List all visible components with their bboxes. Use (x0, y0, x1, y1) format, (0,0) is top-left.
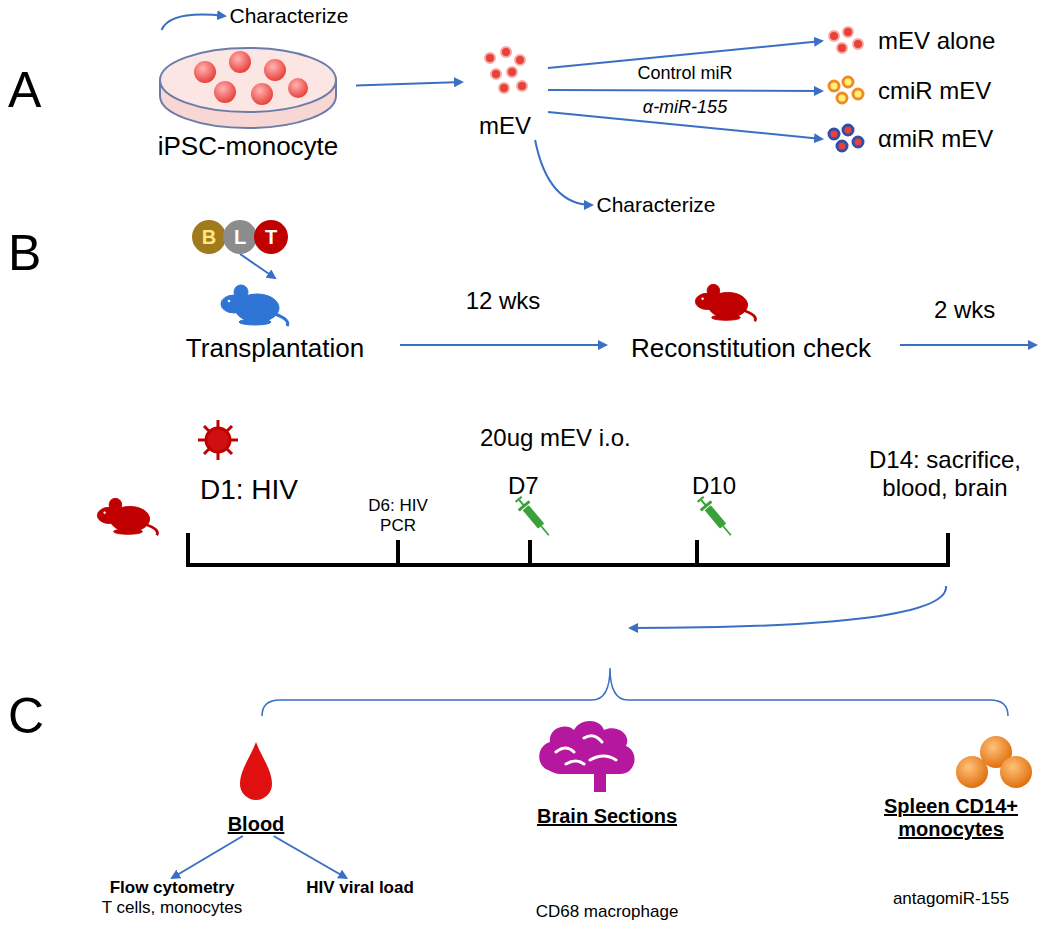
node-text: Brain Sections (537, 805, 677, 828)
node-text: Characterize (596, 193, 715, 217)
step-node: Transplantation (150, 278, 400, 364)
node-text: cmiR mEV (878, 77, 991, 105)
node-text: mEV alone (878, 27, 995, 55)
timeline-label: 2 wks (934, 296, 995, 324)
cell-circle: B (192, 220, 226, 254)
node-text: Transplantation (186, 334, 364, 364)
syringe (513, 494, 555, 540)
edge-label: α-miR-155 (641, 97, 729, 118)
node-text: Spleen CD14+ monocytes (858, 795, 1044, 841)
step-node: Characterize (592, 190, 720, 220)
panel-letter: B (8, 225, 41, 283)
node-text: T cells, monocytes (102, 898, 242, 918)
panel-letter: C (8, 688, 44, 746)
node-text: αmiR mEV (878, 125, 993, 153)
timeline (186, 533, 950, 565)
timeline-label: D1: HIV (200, 474, 298, 506)
node-text: B (202, 226, 216, 249)
step-node: Blood (212, 738, 300, 836)
node-text: iPSC-monocyte (158, 132, 339, 162)
arrow (630, 586, 946, 628)
cell-circle: T (254, 220, 288, 254)
node-text: Flow cytometry (110, 878, 235, 898)
cell-circle: L (223, 220, 257, 254)
panel-letter: A (8, 62, 41, 120)
arrow-connector (535, 140, 592, 205)
syringe (695, 494, 737, 540)
step-node: Characterize (225, 2, 353, 30)
timeline-label: D6: HIV PCR (352, 496, 444, 535)
arrow-connector (400, 344, 606, 346)
step-node: Flow cytometryT cells, monocytes (80, 878, 264, 928)
blood-drop (240, 742, 272, 800)
mouse (97, 498, 157, 535)
node-text: Reconstitution check (631, 334, 871, 364)
arrow-connector (162, 15, 225, 30)
mouse (695, 284, 755, 321)
node-text: L (234, 226, 246, 249)
step-node: Brain SectionsCD68 macrophage (512, 715, 702, 930)
edge-label: 12 wks (464, 287, 543, 315)
step-node: Spleen CD14+ monocytes antagomiR-155 (858, 715, 1044, 930)
node-text: Blood (228, 813, 285, 836)
petri-dish (160, 48, 336, 128)
step-node: mEV alone (822, 22, 1044, 60)
arrow (900, 344, 1036, 346)
node-text: mEV (479, 112, 531, 140)
step-node: αmiR mEV (822, 120, 1044, 158)
arrow-connector (548, 90, 822, 91)
node-text: T (265, 226, 277, 249)
timeline-label: D7 (508, 472, 539, 500)
step-node: HIV viral load (292, 878, 428, 906)
step-node: cmiR mEV (822, 72, 1044, 110)
step-node: mEV (462, 40, 548, 140)
timeline-label: D10 (692, 472, 736, 500)
node-text: CD68 macrophage (536, 902, 679, 922)
node-text: antagomiR-155 (893, 889, 1009, 909)
node-text: HIV viral load (306, 878, 414, 898)
arrow-connector (356, 82, 462, 85)
spleen-cells (956, 736, 1032, 788)
timeline-label: 20ug mEV i.o. (480, 424, 631, 452)
node-text: Characterize (229, 4, 348, 28)
step-node: Reconstitution check (606, 278, 896, 364)
step-node: iPSC-monocyte (140, 30, 356, 162)
timeline-label: D14: sacrifice, blood, brain (838, 446, 1050, 501)
mouse (221, 285, 288, 326)
arrow-connector (172, 836, 243, 878)
virus (198, 420, 238, 460)
bracket (262, 668, 1008, 716)
brain-icon (539, 721, 634, 792)
edge-label: Control miR (635, 63, 734, 84)
arrow-connector (240, 254, 275, 278)
ev-dots (485, 47, 527, 93)
arrow-connector (274, 836, 347, 878)
